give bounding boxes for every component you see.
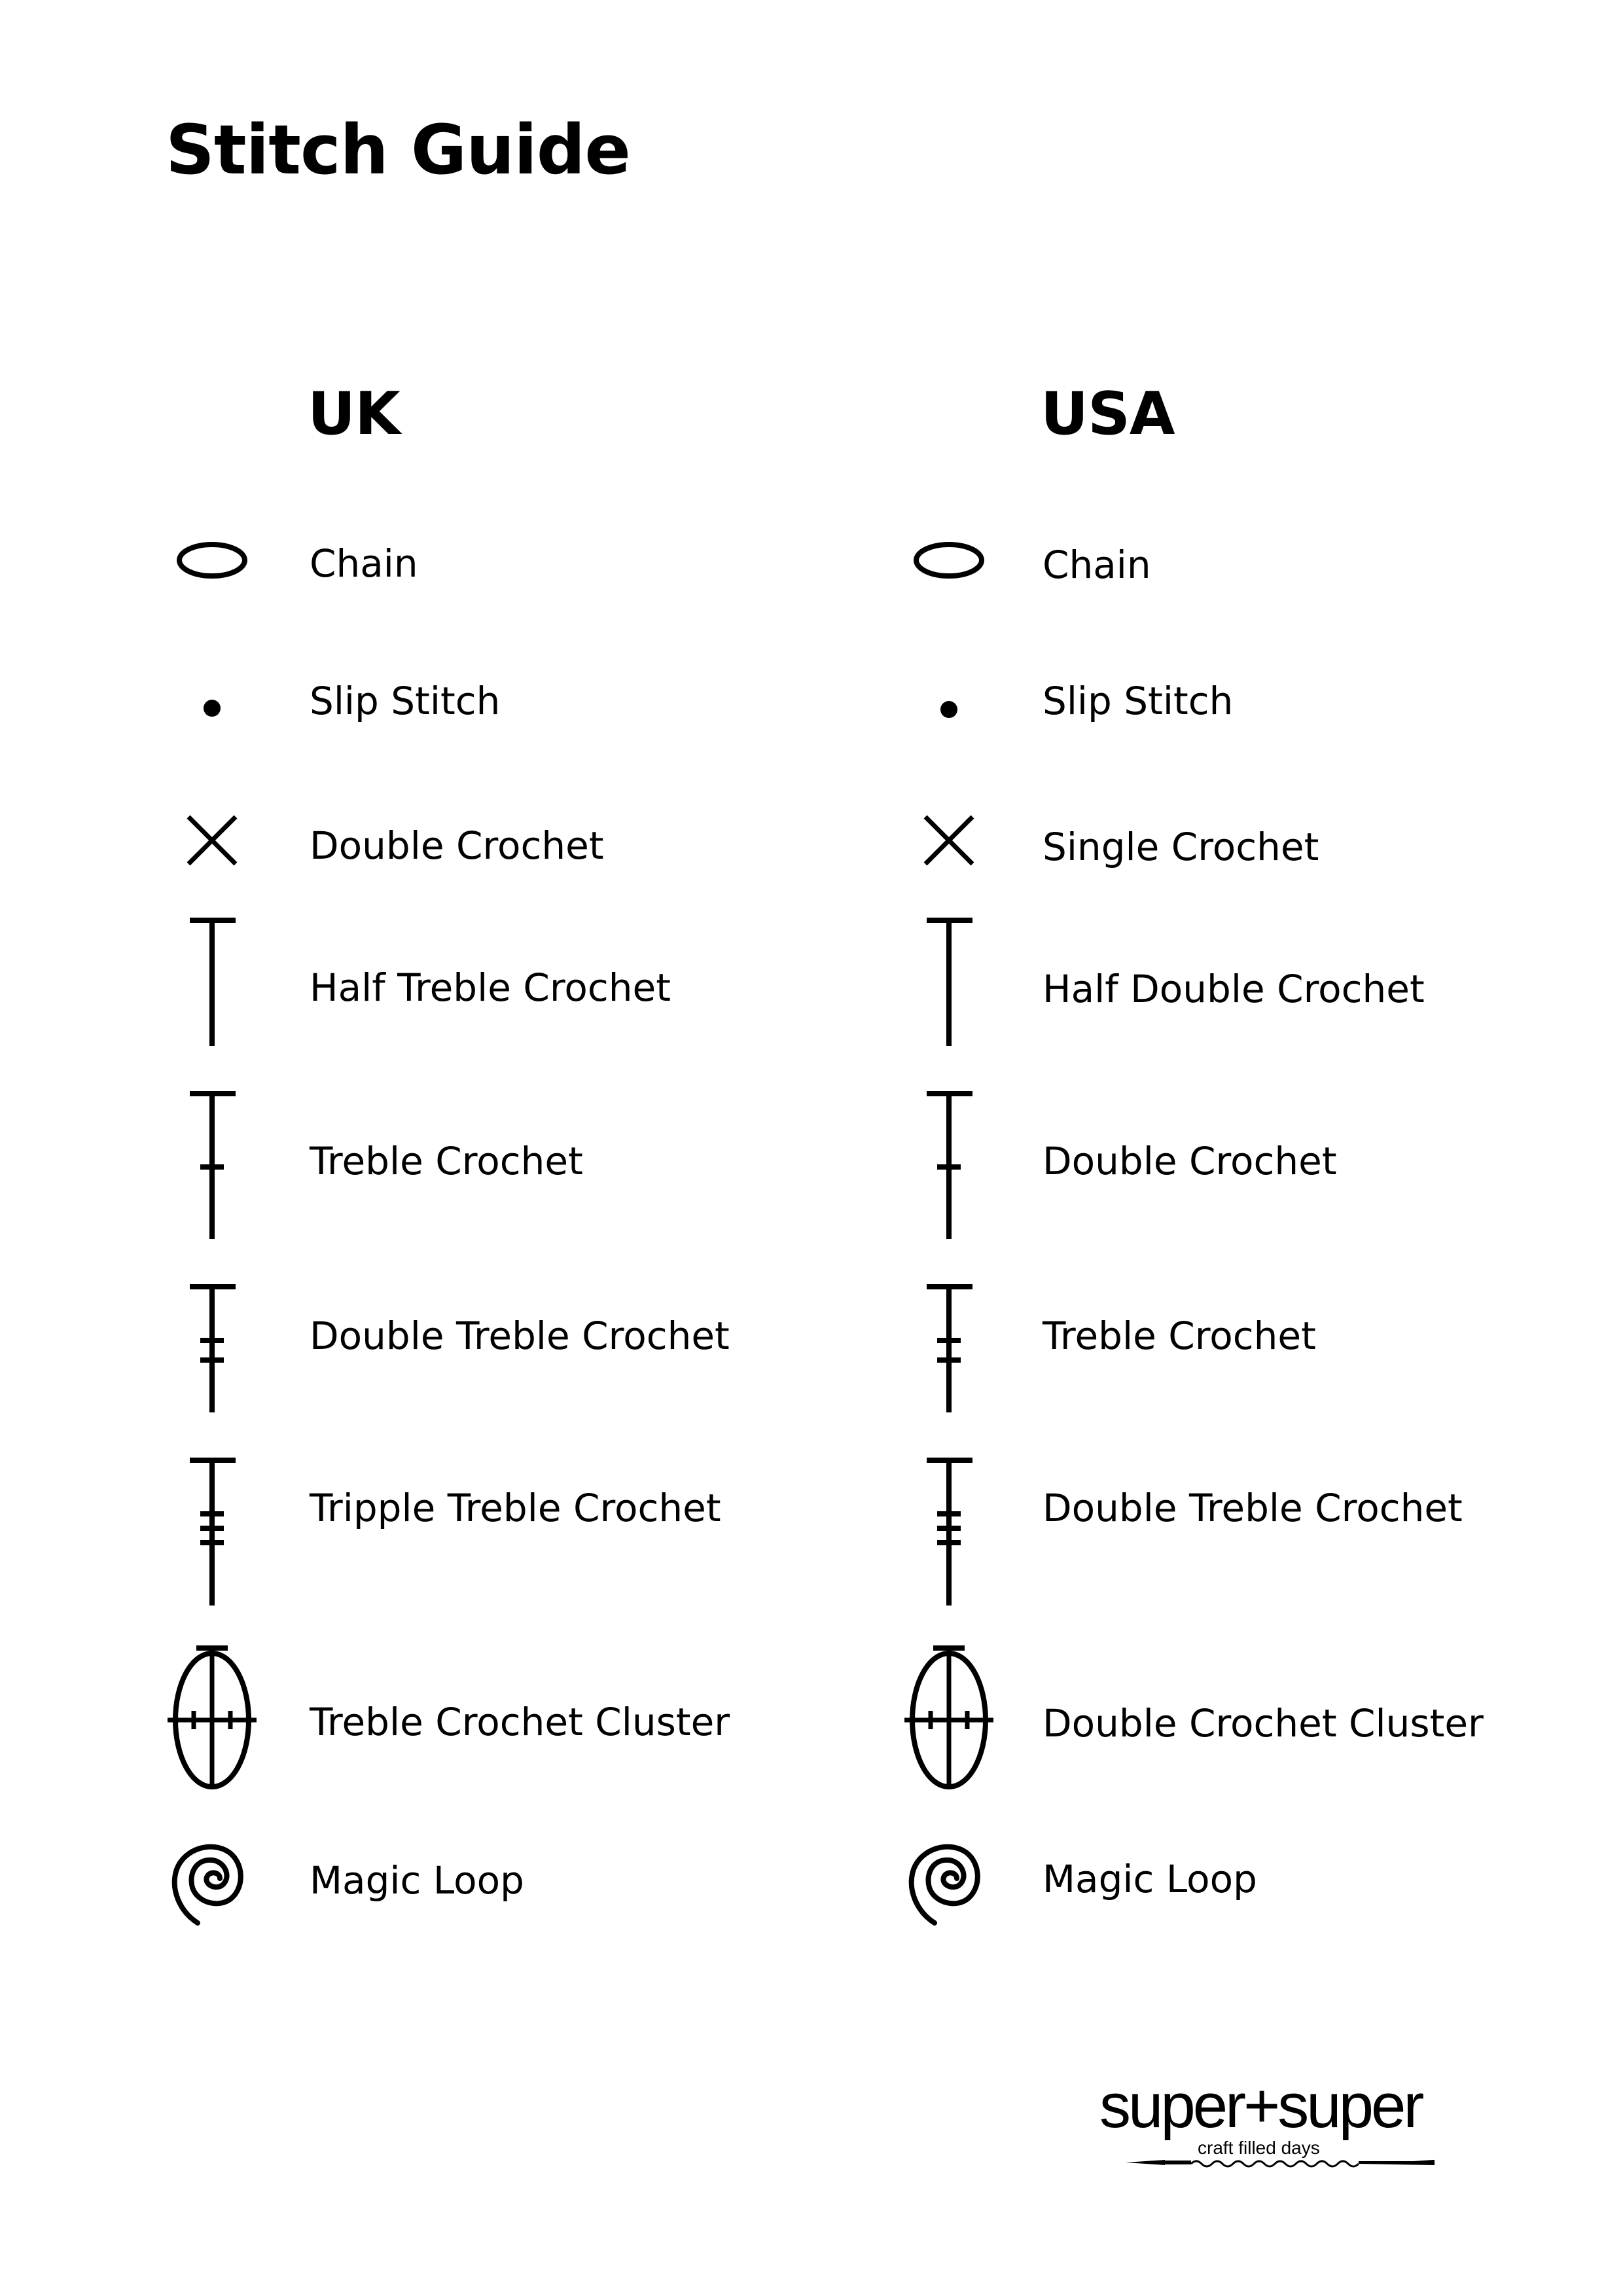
stitch-label: Chain — [1043, 543, 1151, 587]
dot-icon — [894, 687, 1012, 726]
spiral-icon — [894, 1833, 1012, 1937]
stitch-label: Treble Crochet — [310, 1139, 583, 1183]
usa-column: Chain Slip Stitch Single Crochet Half Do… — [733, 0, 1484, 2296]
chain-oval-icon — [157, 537, 275, 583]
stitch-label: Treble Crochet — [1043, 1314, 1316, 1358]
cross-icon — [894, 812, 1012, 870]
brand-logo: super+super craft filled days — [1099, 2071, 1466, 2168]
stitch-label: Half Double Crochet — [1043, 967, 1425, 1011]
logo-wordmark: super+super — [1099, 2071, 1424, 2141]
t-bar-icon — [894, 916, 1012, 1047]
stitch-label: Chain — [310, 541, 418, 586]
stitch-label: Single Crochet — [1043, 825, 1319, 869]
stitch-label: Tripple Treble Crochet — [310, 1486, 721, 1530]
stitch-label: Magic Loop — [310, 1858, 524, 1903]
stitch-label: Slip Stitch — [1043, 679, 1234, 723]
stitch-label: Slip Stitch — [310, 679, 501, 723]
stitch-label: Magic Loop — [1043, 1857, 1257, 1901]
chain-oval-icon — [894, 537, 1012, 583]
t-bar-two-ticks-icon — [157, 1283, 275, 1414]
dot-icon — [157, 687, 275, 726]
t-bar-two-ticks-icon — [894, 1283, 1012, 1414]
logo-tagline: craft filled days — [1198, 2138, 1320, 2158]
usa-column-heading: USA — [1041, 380, 1175, 448]
t-bar-three-ticks-icon — [157, 1456, 275, 1607]
stitch-label: Double Treble Crochet — [1043, 1486, 1463, 1530]
uk-column-heading: UK — [308, 380, 401, 448]
cluster-icon — [894, 1643, 1012, 1793]
stitch-label: Double Crochet Cluster — [1043, 1701, 1484, 1746]
t-bar-one-tick-icon — [157, 1090, 275, 1240]
page-title: Stitch Guide — [166, 110, 631, 190]
cluster-icon — [157, 1643, 275, 1793]
stitch-label: Double Treble Crochet — [310, 1314, 730, 1358]
t-bar-one-tick-icon — [894, 1090, 1012, 1240]
stitch-label: Double Crochet — [310, 823, 604, 868]
spiral-icon — [157, 1833, 275, 1937]
stitch-label: Treble Crochet Cluster — [310, 1700, 730, 1744]
knitting-needle-icon — [1126, 2159, 1435, 2168]
t-bar-three-ticks-icon — [894, 1456, 1012, 1607]
uk-column: Chain Slip Stitch Double Crochet Half Tr… — [0, 0, 730, 2296]
stitch-label: Double Crochet — [1043, 1139, 1337, 1183]
cross-icon — [157, 812, 275, 870]
stitch-label: Half Treble Crochet — [310, 965, 671, 1010]
t-bar-icon — [157, 916, 275, 1047]
